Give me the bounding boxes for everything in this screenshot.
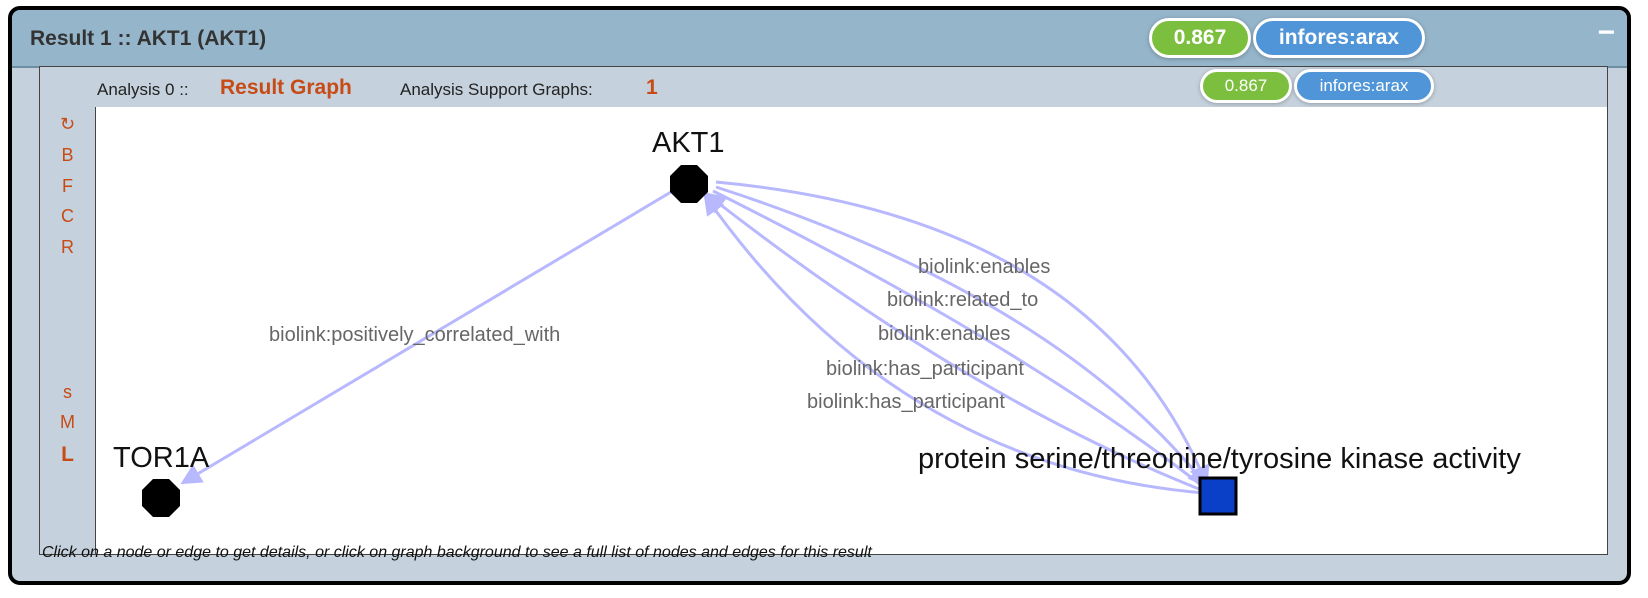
- edge-label-enables-1[interactable]: biolink:enables: [918, 256, 1050, 278]
- edge-has-participant-2[interactable]: [703, 193, 1205, 495]
- result-panel: Result 1 :: AKT1 (AKT1) 0.867 infores:ar…: [8, 6, 1631, 585]
- analysis-label: Analysis 0 ::: [97, 80, 189, 99]
- graph-svg[interactable]: biolink:positively_correlated_with bioli…: [96, 107, 1608, 555]
- result-header[interactable]: Result 1 :: AKT1 (AKT1) 0.867 infores:ar…: [12, 10, 1627, 68]
- edge-has-participant-1[interactable]: [704, 192, 1205, 493]
- result-graph-link[interactable]: Result Graph: [220, 76, 352, 99]
- collapse-button[interactable]: −: [1597, 16, 1615, 49]
- edge-enables-1[interactable]: [715, 180, 1210, 487]
- node-label-akt1[interactable]: AKT1: [652, 127, 725, 159]
- node-tor1a[interactable]: [142, 479, 180, 517]
- support-graphs-label: Analysis Support Graphs:: [400, 80, 593, 99]
- graph-toolbar: ↻ B F C R s M L: [40, 107, 96, 554]
- node-label-kinase-activity[interactable]: protein serine/threonine/tyrosine kinase…: [918, 443, 1521, 475]
- size-large-button[interactable]: L: [61, 443, 74, 466]
- redraw-icon[interactable]: ↻: [59, 114, 76, 134]
- analysis-score-badge: 0.867: [1200, 69, 1292, 103]
- layout-f-button[interactable]: F: [62, 176, 73, 196]
- graph-canvas[interactable]: biolink:positively_correlated_with bioli…: [96, 107, 1607, 554]
- footer-hint: Click on a node or edge to get details, …: [42, 544, 872, 561]
- edge-positively-correlated[interactable]: [180, 187, 677, 485]
- analysis-bar: Analysis 0 :: Result Graph Analysis Supp…: [40, 67, 1607, 108]
- result-source-badge[interactable]: infores:arax: [1253, 18, 1425, 58]
- edge-label-related-to[interactable]: biolink:related_to: [887, 289, 1038, 311]
- edge-label-has-participant-2[interactable]: biolink:has_participant: [807, 391, 1005, 413]
- size-small-button[interactable]: s: [63, 382, 72, 402]
- support-graph-1-link[interactable]: 1: [646, 76, 658, 99]
- edge-label-has-participant-1[interactable]: biolink:has_participant: [826, 358, 1024, 380]
- layout-b-button[interactable]: B: [61, 145, 74, 165]
- edge-enables-2[interactable]: [712, 189, 1207, 491]
- node-akt1[interactable]: [670, 165, 708, 203]
- edge-label-positively-correlated[interactable]: biolink:positively_correlated_with: [269, 324, 560, 346]
- edge-related-to[interactable]: [715, 185, 1209, 489]
- analysis-source-badge[interactable]: infores:arax: [1294, 69, 1434, 103]
- result-title: Result 1 :: AKT1 (AKT1): [30, 27, 267, 50]
- node-label-tor1a[interactable]: TOR1A: [113, 442, 210, 474]
- edge-label-enables-2[interactable]: biolink:enables: [878, 323, 1010, 345]
- layout-c-button[interactable]: C: [61, 206, 74, 226]
- layout-r-button[interactable]: R: [61, 237, 74, 257]
- node-kinase-activity[interactable]: [1198, 476, 1238, 516]
- analysis-frame: Analysis 0 :: Result Graph Analysis Supp…: [39, 66, 1608, 555]
- result-score-badge: 0.867: [1149, 18, 1251, 58]
- size-medium-button[interactable]: M: [60, 412, 75, 432]
